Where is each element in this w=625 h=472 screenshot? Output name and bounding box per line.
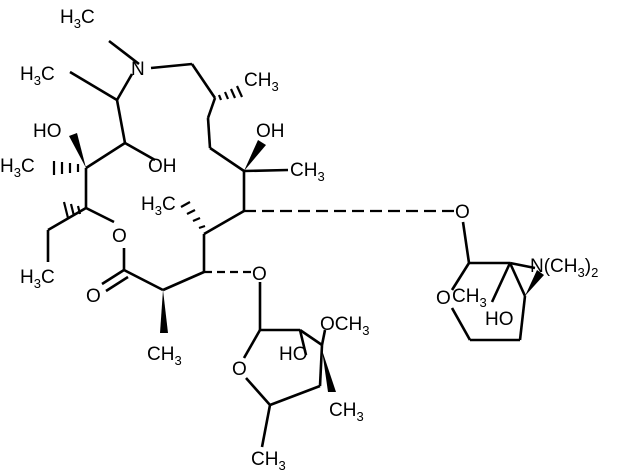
atom-labels: H3C N H3C CH3 HO OH OH H3C CH3 H3C O H3C… [0, 7, 598, 472]
label-oh-center: OH [148, 156, 177, 177]
label-glycosidic-oxygen-right: O [455, 202, 470, 223]
label-ch3-cladinose-right: CH3 [329, 400, 364, 424]
label-c-methyl-ethyl: H3C [20, 267, 55, 291]
label-ho-desosamine: HO [485, 309, 514, 330]
label-c-methyl-center: H3C [141, 194, 176, 218]
label-ch3-mid-right: CH3 [290, 160, 325, 184]
label-ch3-bottom-left: CH3 [147, 344, 182, 368]
label-ch3-desosamine: CH3 [452, 286, 487, 310]
label-c-methyl-leftmid: H3C [0, 156, 35, 180]
label-c-methyl-left: H3C [20, 64, 55, 88]
desosamine-ring-bonds [450, 221, 544, 342]
label-n-methyl-top: H3C [60, 7, 95, 31]
label-oh-left-top: HO [33, 121, 62, 142]
label-ch3-right-top: CH3 [244, 70, 279, 94]
label-ch3-cladinose-bottom: CH3 [251, 449, 286, 472]
label-lactone-oxygen: O [112, 226, 127, 247]
label-ring-nitrogen: N [131, 59, 145, 80]
label-dimethylamino: N(CH3)2 [530, 256, 598, 280]
stereo-bonds [52, 85, 455, 333]
label-desosamine-ring-oxygen: O [436, 288, 451, 309]
label-oh-mid: OH [256, 121, 285, 142]
label-carbonyl-oxygen: O [86, 286, 101, 307]
label-och3-cladinose: OCH3 [320, 314, 369, 338]
label-ho-cladinose: HO [279, 344, 308, 365]
label-glycosidic-oxygen-lower: O [252, 264, 267, 285]
label-cladinose-ring-oxygen: O [232, 359, 247, 380]
cladinose-ring-bonds [242, 282, 336, 448]
macrolide-ring-bonds [46, 39, 289, 293]
